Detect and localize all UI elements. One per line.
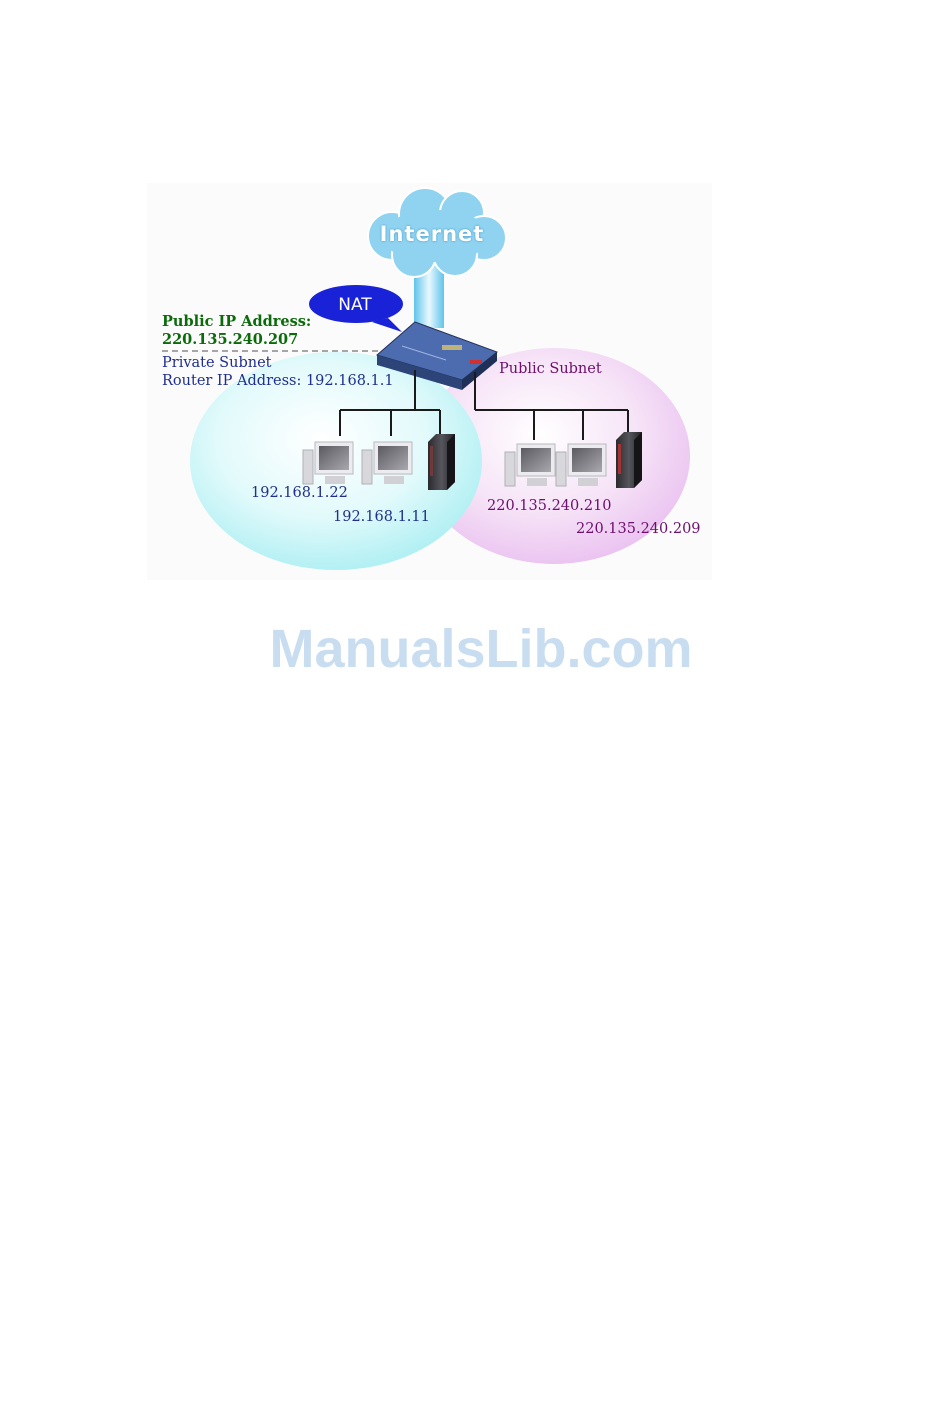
public-host-ip: 220.135.240.209 bbox=[576, 521, 701, 538]
router-ip-label: Router IP Address: 192.168.1.1 bbox=[162, 373, 394, 390]
private-server-icon bbox=[428, 434, 455, 490]
private-host-ip: 192.168.1.22 bbox=[251, 485, 348, 502]
watermark: ManualsLib.com bbox=[0, 618, 950, 680]
public-ip-value: 220.135.240.207 bbox=[162, 331, 298, 348]
private-subnet-label: Private Subnet bbox=[162, 355, 271, 372]
nat-label: NAT bbox=[318, 295, 392, 315]
public-subnet-label: Public Subnet bbox=[499, 361, 602, 378]
public-server-icon bbox=[616, 432, 642, 488]
nat-network-diagram: Internet NAT Public IP Address: 220.135.… bbox=[0, 0, 950, 700]
diagram-canvas bbox=[0, 0, 950, 700]
internet-label: Internet bbox=[372, 222, 492, 246]
public-ip-label: Public IP Address: bbox=[162, 313, 311, 330]
private-host-ip: 192.168.1.11 bbox=[333, 509, 430, 526]
public-host-ip: 220.135.240.210 bbox=[487, 498, 612, 515]
